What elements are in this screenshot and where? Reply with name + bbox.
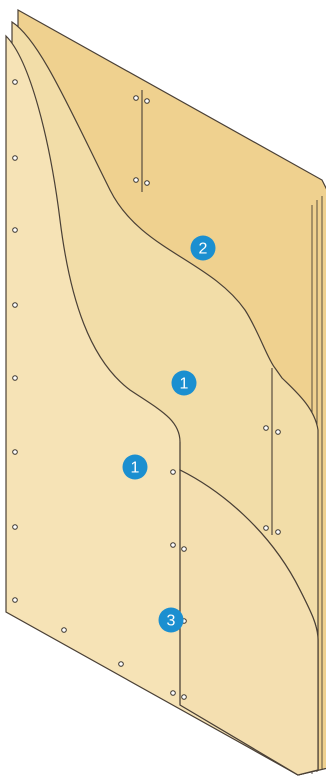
screw-dot [133, 95, 139, 101]
screw-dot [144, 180, 150, 186]
board-layer-3 [179, 469, 319, 776]
badge-layer-3: 3 [158, 607, 184, 633]
screw-dot [263, 525, 269, 531]
screw-dot [12, 524, 18, 530]
badge-label: 1 [131, 460, 140, 477]
screw-dot [144, 98, 150, 104]
screw-dot [12, 597, 18, 603]
screw-dot [133, 177, 139, 183]
screw-dot [170, 690, 176, 696]
screw-dot [12, 227, 18, 233]
screw-dot [263, 425, 269, 431]
badge-label: 2 [199, 241, 208, 258]
screw-dot [118, 661, 124, 667]
badge-label: 3 [167, 613, 176, 630]
screw-dot [275, 529, 281, 535]
badge-layer-1-upper: 1 [171, 370, 197, 396]
screw-dot [170, 469, 176, 475]
screw-dot [12, 79, 18, 85]
badge-label: 1 [180, 376, 189, 393]
screw-dot [170, 542, 176, 548]
screw-dot [12, 155, 18, 161]
screw-dot [12, 302, 18, 308]
screw-dot [12, 449, 18, 455]
screw-dot [12, 375, 18, 381]
badge-layer-1-lower: 1 [122, 454, 148, 480]
badge-layer-2: 2 [190, 235, 216, 261]
screw-dot [61, 627, 67, 633]
screw-dot [275, 429, 281, 435]
screw-dot [181, 694, 187, 700]
screw-dot [181, 546, 187, 552]
